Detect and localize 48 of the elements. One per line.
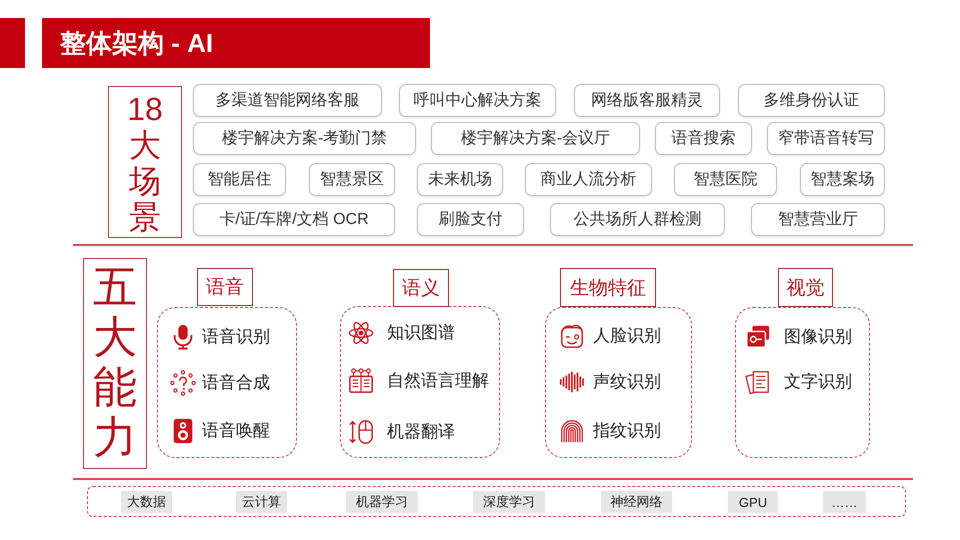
- category-heading: 视觉: [778, 268, 833, 307]
- capability-panel: [545, 307, 692, 458]
- capability-label: 语音合成: [202, 372, 270, 394]
- scenario-box: 智慧景区: [309, 163, 395, 196]
- scenario-box: 呼叫中心解决方案: [399, 84, 556, 117]
- capability-panel: [735, 307, 870, 458]
- capability-label: 指纹识别: [593, 420, 661, 442]
- technology-tag: 云计算: [236, 491, 287, 513]
- scenario-box: 商业人流分析: [525, 163, 652, 196]
- scenario-box: 语音搜索: [655, 122, 752, 155]
- scenario-box: 智能居住: [193, 163, 286, 196]
- scenario-box: 卡/证/车牌/文档 OCR: [193, 203, 395, 236]
- capability-label: 文字识别: [784, 371, 852, 393]
- category-heading: 语义: [393, 269, 449, 307]
- title: 整体架构 - AI: [60, 28, 214, 58]
- scenario-box: 智慧案场: [800, 163, 885, 196]
- category-heading: 语音: [197, 268, 253, 306]
- scenario-box: 刷脸支付: [417, 203, 524, 236]
- capability-panel: [157, 307, 297, 458]
- technology-tag: 神经网络: [601, 491, 672, 513]
- technology-tag: 深度学习: [473, 491, 545, 513]
- technology-tag: ……: [823, 491, 866, 513]
- scenario-box: 多渠道智能网络客服: [193, 84, 382, 117]
- technology-tag: 机器学习: [346, 491, 418, 513]
- capability-label: 图像识别: [784, 326, 852, 348]
- capability-label: 语音识别: [202, 326, 270, 348]
- capability-panel: [340, 306, 500, 458]
- section-heading: 五大能力: [83, 258, 147, 469]
- scenario-box: 网络版客服精灵: [574, 84, 720, 117]
- scenario-box: 多维身份认证: [738, 84, 885, 117]
- scenario-box: 智慧医院: [674, 163, 777, 196]
- capability-label: 语音唤醒: [202, 420, 270, 442]
- technology-tag: 大数据: [121, 491, 172, 513]
- scenario-box: 智慧营业厅: [751, 203, 885, 236]
- scenario-box: 公共场所人群检测: [550, 203, 725, 236]
- category-heading: 生物特征: [560, 268, 656, 307]
- capability-label: 声纹识别: [593, 371, 661, 393]
- technology-tag: GPU: [728, 491, 778, 513]
- technology-band: [87, 486, 906, 517]
- section-heading: 18大场景: [108, 86, 182, 238]
- capability-label: 人脸识别: [593, 325, 661, 347]
- scenario-box: 楼宇解决方案-会议厅: [431, 122, 640, 155]
- scenario-box: 窄带语音转写: [767, 122, 885, 155]
- capability-label: 机器翻译: [387, 421, 455, 443]
- capability-label: 知识图谱: [387, 322, 455, 344]
- scenario-box: 未来机场: [417, 163, 503, 196]
- capability-label: 自然语言理解: [387, 370, 489, 392]
- scenario-box: 楼宇解决方案-考勤门禁: [193, 122, 416, 155]
